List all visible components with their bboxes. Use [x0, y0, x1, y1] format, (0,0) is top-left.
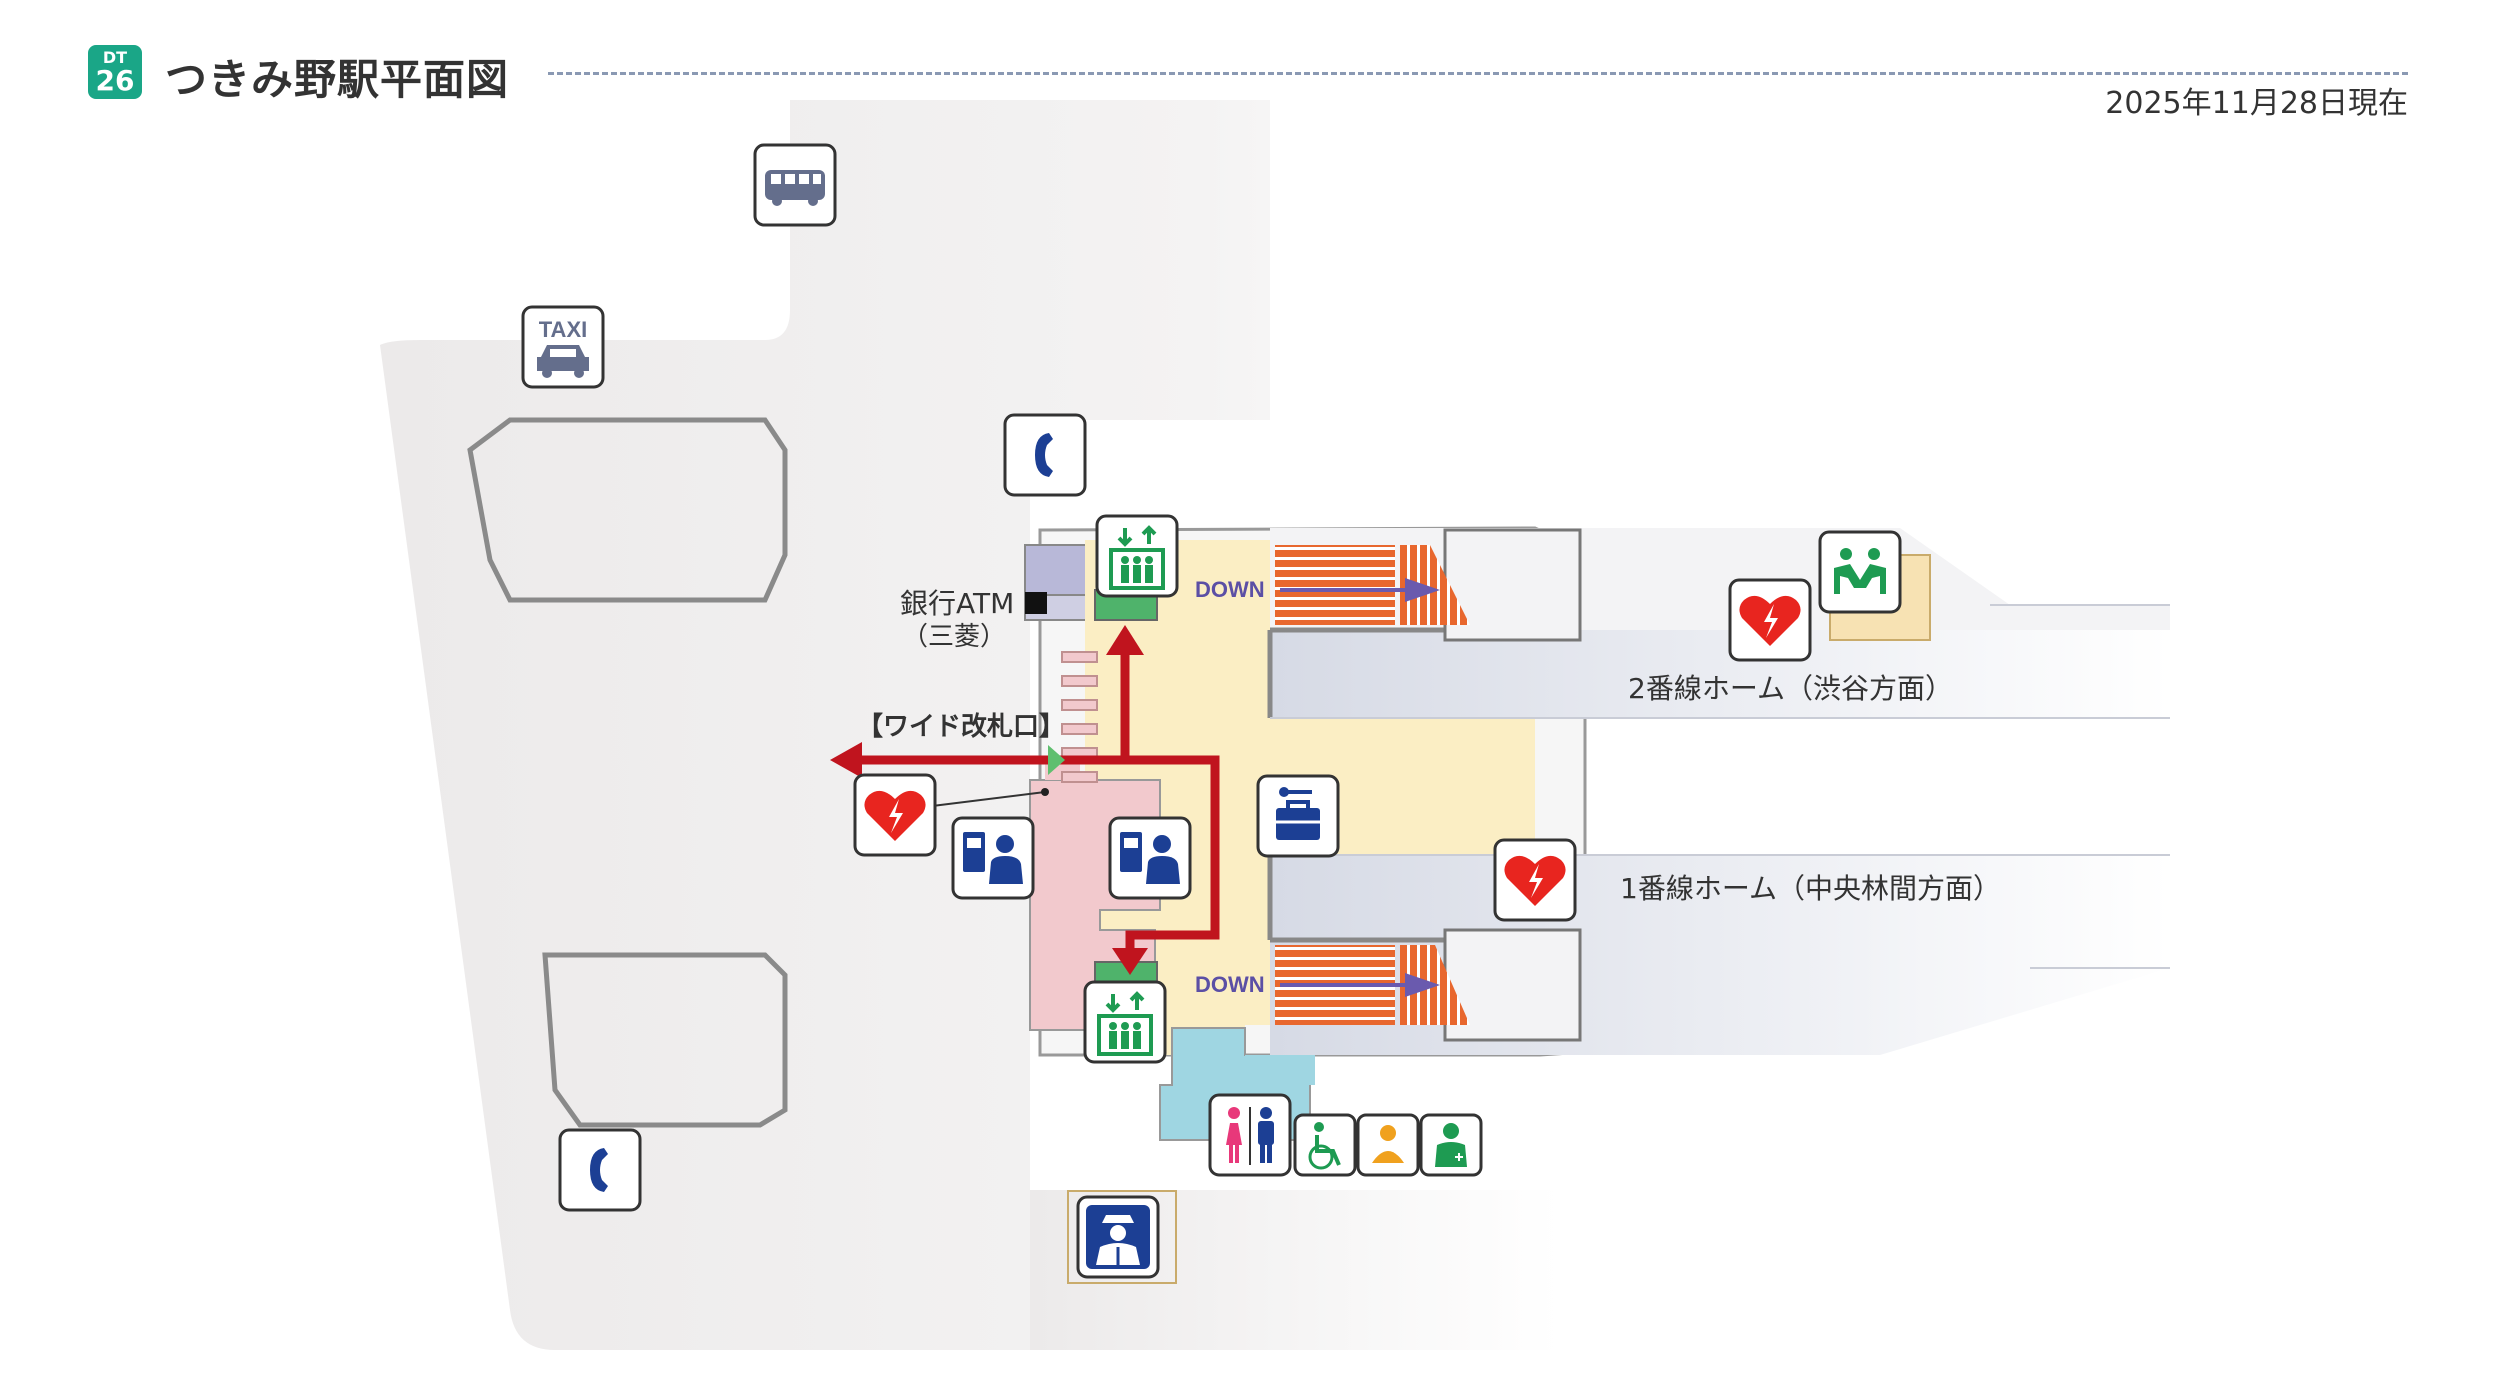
bus-stop-icon[interactable]	[753, 143, 837, 227]
elevator-icon[interactable]	[1083, 980, 1167, 1064]
as-of-date: 2025年11月28日現在	[2105, 86, 2408, 121]
atm-booth[interactable]	[1024, 544, 1088, 596]
bus-rotary-island	[467, 417, 788, 603]
wide-gate-marker	[1048, 745, 1065, 775]
taxi-text: TAXI	[539, 317, 587, 342]
down-label-lower: DOWN	[1195, 972, 1265, 997]
title-divider	[548, 72, 2408, 75]
waiting-area-icon[interactable]	[1818, 530, 1902, 614]
stairs-to-platform-1[interactable]	[1275, 945, 1470, 1025]
atm-label: 銀行ATM	[900, 587, 1014, 620]
station-number: 26	[95, 64, 135, 97]
atm-bank-label: （三菱）	[902, 622, 1006, 652]
aed-icon[interactable]	[1493, 838, 1577, 922]
elevator-icon[interactable]	[1095, 514, 1179, 598]
page-title: つきみ野駅平面図	[165, 55, 510, 104]
ticket-machine-icon[interactable]	[951, 816, 1035, 900]
aed-icon[interactable]	[853, 773, 937, 857]
down-label-upper: DOWN	[1195, 577, 1265, 602]
accessible-route	[860, 650, 1220, 955]
header: DT 26 つきみ野駅平面図 2025年11月28日現在	[0, 0, 2500, 121]
route-arrow-up	[1106, 625, 1144, 655]
station-number-badge: DT 26	[88, 45, 142, 99]
platform-1-label: 1番線ホーム（中央林間方面）	[1620, 872, 2001, 905]
aed-icon[interactable]	[1728, 578, 1812, 662]
ticket-gates	[1061, 651, 1098, 783]
route-arrow-left	[830, 742, 862, 778]
route-arrow-down	[1112, 948, 1148, 975]
restroom-icon[interactable]	[1208, 1093, 1292, 1177]
ticket-machine-icon[interactable]	[1108, 816, 1192, 900]
stairs-to-platform-2[interactable]	[1275, 545, 1470, 625]
ostomate-icon[interactable]	[1419, 1113, 1483, 1177]
taxi-stand-icon[interactable]: TAXI	[521, 305, 605, 389]
public-phone-icon[interactable]	[558, 1128, 642, 1212]
public-phone-icon[interactable]	[1003, 413, 1087, 497]
line-code: DT	[102, 48, 128, 67]
police-box-icon[interactable]	[1067, 1190, 1177, 1284]
baby-changing-icon[interactable]	[1356, 1113, 1420, 1177]
platform-2-label: 2番線ホーム（渋谷方面）	[1628, 672, 1953, 705]
taxi-rotary-island	[542, 952, 788, 1128]
wide-gate-label: 【ワイド改札口】	[857, 711, 1065, 742]
atm-marker	[1025, 592, 1047, 614]
coin-locker-icon[interactable]	[1256, 774, 1340, 858]
accessible-toilet-icon[interactable]	[1293, 1113, 1357, 1177]
